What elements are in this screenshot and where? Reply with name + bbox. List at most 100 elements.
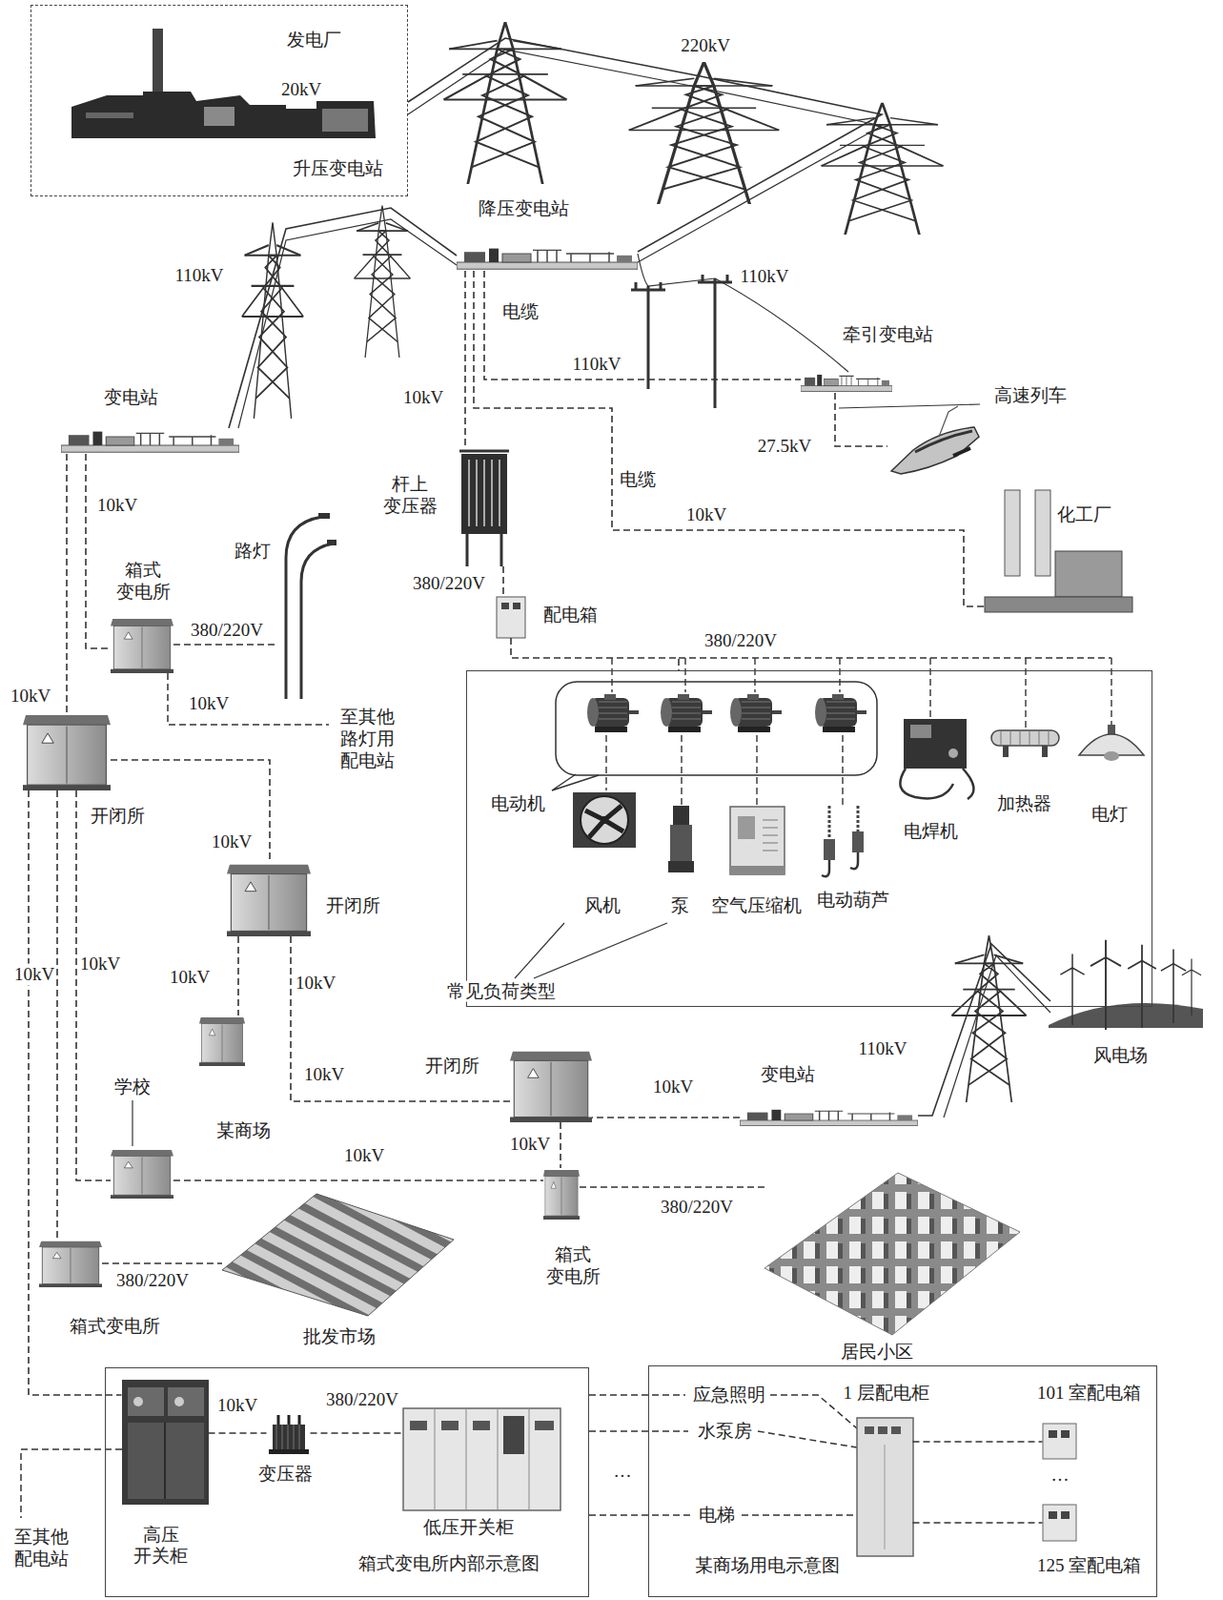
annotation-label: 至其他 配电站 [10, 1526, 72, 1570]
wind-farm [1059, 954, 1084, 1025]
street-lamp [285, 512, 337, 699]
box-substation [110, 1149, 174, 1199]
box-substation [226, 864, 311, 937]
heater [991, 730, 1060, 757]
transformer [272, 1424, 306, 1451]
voltage-label: 10kV [12, 963, 57, 986]
voltage-label: 380/220V [410, 572, 488, 595]
node-label: 电动葫芦 [815, 888, 892, 911]
motor [660, 693, 713, 733]
substation [800, 374, 893, 392]
annotation-label: 至其他 路灯用 配电站 [336, 706, 398, 772]
motor [730, 693, 782, 733]
power-plant [203, 106, 235, 126]
power-line [28, 790, 123, 1395]
substation [61, 431, 240, 453]
power-line [913, 1440, 1043, 1443]
equipment-node: 变电站 [61, 428, 240, 454]
voltage-label: 10kV [342, 1144, 387, 1167]
power-line [56, 790, 59, 1240]
air-compressor [730, 806, 785, 875]
lamp [1103, 751, 1120, 761]
high-voltage-switchgear [122, 1379, 209, 1505]
node-label: 常见负荷类型 [445, 979, 558, 1002]
box-substation [199, 1017, 245, 1066]
room-box [1048, 1510, 1058, 1519]
power-line [76, 790, 111, 1181]
node-label: 箱式 变电所 [542, 1243, 604, 1288]
node-label: 牵引变电站 [840, 324, 936, 347]
substation [61, 248, 918, 1126]
power-line [464, 270, 467, 449]
utility-pole [637, 253, 849, 372]
voltage-label: 10kV [8, 685, 53, 708]
transformer [278, 1414, 300, 1425]
pump [668, 860, 694, 873]
power-line [310, 1431, 404, 1434]
distribution-box [501, 602, 510, 610]
equipment-node: 箱式变电所 [39, 1239, 102, 1287]
wind-farm [1090, 939, 1122, 1030]
motor [587, 693, 639, 733]
power-line [407, 38, 882, 252]
node-label: 变电站 [101, 387, 161, 409]
node-label: 加热器 [995, 792, 1054, 815]
street-lamp [326, 539, 337, 546]
annotation-label: 110kV [737, 265, 791, 288]
chemical-plant [1055, 550, 1122, 597]
heater [1041, 745, 1048, 757]
equipment-node: 化工厂 [984, 489, 1133, 612]
power-line [173, 1179, 544, 1182]
low-voltage-switchgear [403, 1407, 561, 1510]
high-voltage-switchgear [122, 1379, 209, 1505]
room-box [1048, 1429, 1058, 1438]
equipment-node: 加热器 [989, 718, 1061, 760]
voltage-label: 10kV [401, 387, 446, 409]
equipment-node: 高压 开关柜 [122, 1379, 209, 1505]
transmission-tower [242, 21, 1027, 1102]
load-feeder [606, 657, 1112, 806]
equipment-node: 电动葫芦 [815, 805, 873, 888]
node-label: 电焊机 [901, 819, 960, 842]
pump [672, 805, 690, 825]
voltage-label: 380/220V [188, 619, 265, 642]
equipment-node: 变压器 [266, 1412, 311, 1454]
transmission-tower [629, 61, 779, 204]
high-speed-train [891, 427, 979, 474]
group-frame: 常见负荷类型风机泵空气压缩机电动葫芦电焊机加热器电灯 [466, 670, 1153, 1007]
low-voltage-switchgear [409, 1420, 428, 1430]
utility-pole [697, 274, 733, 408]
voltage-label: 10kV [508, 1133, 552, 1156]
equipment-node: 101 室配电箱 [1042, 1423, 1077, 1459]
box-substation [110, 618, 174, 673]
overhead-cable [238, 219, 457, 429]
annotation-label: 水泵房 [695, 1420, 755, 1443]
floor-cabinet [856, 1417, 914, 1556]
node-label: 箱式变电所 [67, 1315, 163, 1338]
chemical-plant [984, 489, 1133, 612]
power-line [85, 453, 111, 649]
voltage-label: 10kV [209, 831, 254, 854]
motor-callout [551, 681, 877, 791]
wholesale-market [222, 1193, 454, 1316]
equipment-node: 泵 [668, 805, 694, 873]
substation [456, 248, 638, 270]
substation [739, 1109, 918, 1126]
welder [899, 768, 974, 799]
node-label: 风电场 [1091, 1044, 1150, 1067]
equipment-node: 降压变电站 [456, 244, 638, 271]
welder [948, 748, 959, 758]
power-plant [85, 112, 134, 119]
equipment-node: 批发市场 [222, 1193, 454, 1316]
transmission-tower [821, 102, 944, 235]
low-voltage-switchgear [441, 1420, 459, 1430]
power-line [579, 1185, 765, 1188]
power-line [510, 637, 679, 671]
pump [670, 824, 693, 861]
low-voltage-switchgear [434, 1407, 530, 1510]
annotation-label: 10kV [186, 693, 231, 715]
equipment-node: 低压开关柜 [403, 1407, 561, 1510]
street-lamp [318, 512, 330, 519]
distribution-box [496, 596, 526, 638]
box-substation [39, 1241, 102, 1287]
